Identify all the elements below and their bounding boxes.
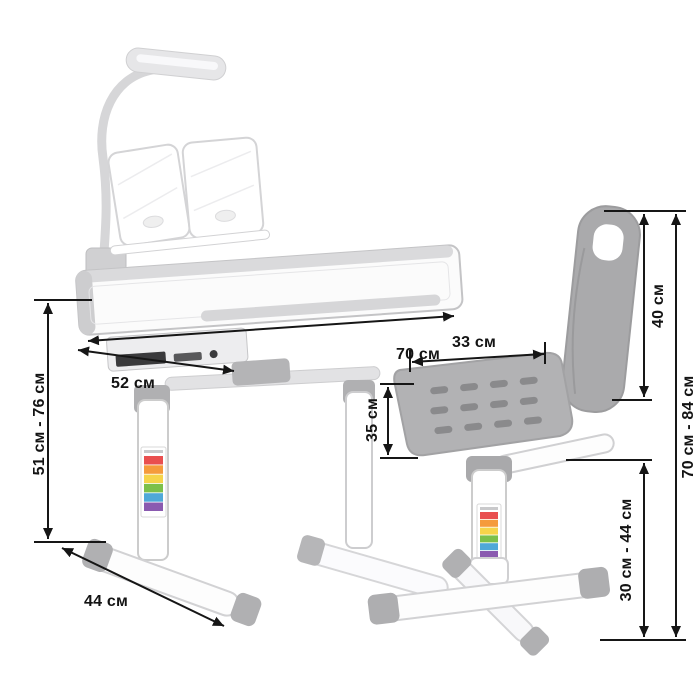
chair-column	[466, 456, 512, 567]
chair-base	[367, 548, 610, 656]
dimension-desk-depth-line	[77, 346, 235, 375]
dim-label-chair-height: 70 см - 84 см	[680, 375, 697, 479]
dimension-seat-width-line	[411, 349, 545, 367]
growth-chart-sticker-chair	[476, 503, 502, 563]
dimension-ticks	[34, 210, 686, 641]
desk-left-leg	[134, 385, 170, 561]
backrest-handle-cutout	[592, 224, 624, 261]
dim-label-seat-height: 30 см - 44 см	[618, 498, 635, 602]
desk-left-foot	[82, 538, 262, 627]
dim-label-desk-width: 70 см	[396, 346, 440, 363]
growth-chart-sticker	[140, 446, 167, 518]
desk-right-leg	[297, 380, 449, 600]
dimension-base-depth-line	[61, 547, 225, 627]
dimension-arrows	[43, 214, 681, 637]
dim-label-desk-depth: 52 см	[111, 375, 155, 392]
pencil-tray	[81, 245, 454, 283]
chair-seat	[393, 351, 574, 457]
dim-label-seat-depth: 35 см	[364, 398, 381, 442]
book-stand	[107, 136, 271, 256]
lamp-head-icon	[125, 47, 227, 81]
dim-label-backrest-height: 40 см	[650, 284, 667, 328]
dim-label-seat-width: 33 см	[452, 334, 496, 351]
seat-vent-slots	[430, 376, 542, 435]
dim-label-desk-height: 51 см - 76 см	[31, 372, 48, 476]
chair-backrest	[561, 205, 641, 414]
desk-crossbar	[164, 358, 381, 391]
dim-label-base-depth: 44 см	[84, 593, 128, 610]
dimension-desk-width-line	[87, 311, 455, 346]
